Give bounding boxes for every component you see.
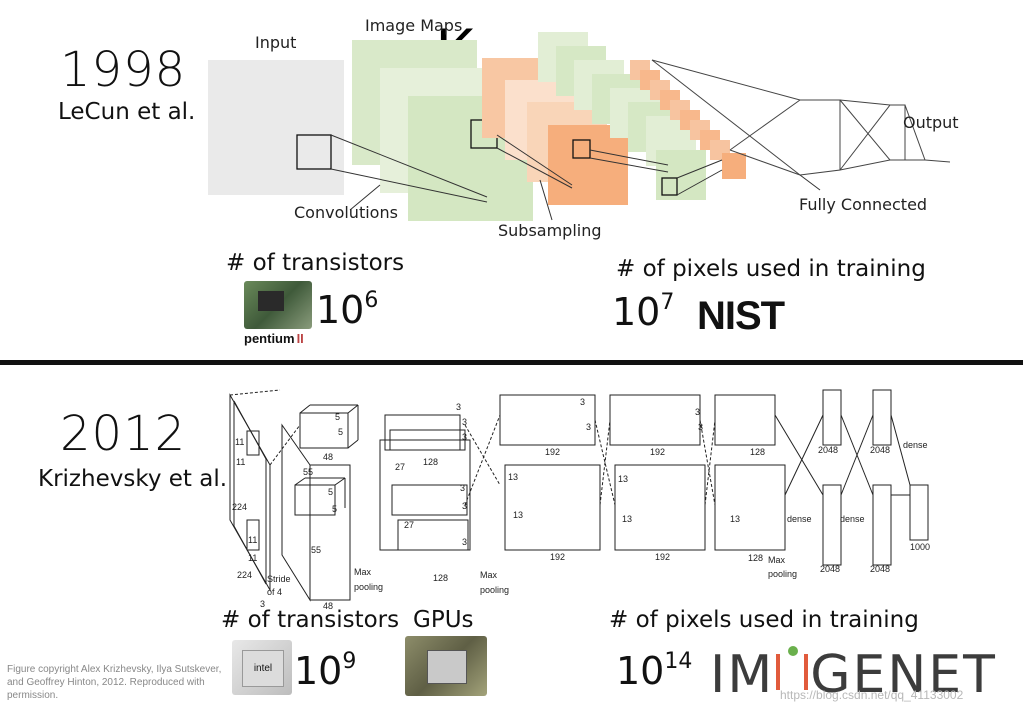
svg-text:dense: dense [903,440,928,450]
svg-text:pooling: pooling [768,569,797,579]
svg-text:55: 55 [303,467,313,477]
svg-text:pooling: pooling [354,582,383,592]
svg-text:128: 128 [748,553,763,563]
svg-text:3: 3 [695,407,700,417]
svg-text:192: 192 [655,552,670,562]
svg-text:Max: Max [480,570,498,580]
author-krizhevsky: Krizhevsky et al. [38,466,228,492]
svg-text:3: 3 [462,501,467,511]
label-subsampling: Subsampling [498,221,602,240]
svg-text:3: 3 [580,397,585,407]
svg-text:5: 5 [328,487,333,497]
copyright-note: Figure copyright Alex Krizhevsky, Ilya S… [7,664,222,701]
svg-text:192: 192 [545,447,560,457]
label-fully-connected: Fully Connected [799,195,928,214]
svg-text:3: 3 [462,417,467,427]
author-lecun: LeCun et al. [58,99,196,125]
svg-text:11: 11 [248,553,257,563]
svg-text:55: 55 [311,545,321,555]
transistors-value-2012: 109 [294,649,357,693]
intel-chip-image: intel [232,640,292,695]
label-convolutions: Convolutions [294,203,398,222]
alexnet-diagram: 11 11 224 11 11 224 3 Stride of 4 55 55 … [229,389,930,610]
svg-text:2048: 2048 [870,564,890,574]
svg-text:3: 3 [456,402,461,412]
svg-text:11: 11 [248,535,257,545]
svg-text:3: 3 [462,537,467,547]
svg-text:5: 5 [338,427,343,437]
svg-text:3: 3 [462,432,467,442]
svg-text:13: 13 [730,514,740,524]
pixels-value-2012: 1014 [616,649,693,693]
svg-text:pooling: pooling [480,585,509,595]
svg-text:Stride: Stride [267,574,291,584]
svg-text:3: 3 [586,422,591,432]
svg-text:224: 224 [237,570,252,580]
svg-text:2048: 2048 [870,445,890,455]
svg-text:Max: Max [768,555,786,565]
svg-text:13: 13 [622,514,632,524]
pixels-label-2012: # of pixels used in training [609,607,919,633]
input-image [208,60,344,195]
label-input: Input [255,33,297,52]
svg-text:dense: dense [840,514,865,524]
svg-text:of 4: of 4 [267,587,282,597]
svg-text:27: 27 [395,462,405,472]
nist-logo: NIST [697,294,785,338]
transistors-label-2012: # of transistors [221,607,400,633]
svg-text:1000: 1000 [910,542,930,552]
year-2012: 2012 [60,406,187,462]
svg-text:27: 27 [404,520,414,530]
svg-text:48: 48 [323,601,333,610]
label-output: Output [903,113,959,132]
watermark: https://blog.csdn.net/qq_41133002 [780,688,964,702]
input-kernel [296,134,332,170]
pixels-value-1998: 107 [612,290,675,334]
svg-text:11: 11 [235,437,244,447]
svg-text:2048: 2048 [818,445,838,455]
svg-text:128: 128 [433,573,448,583]
svg-text:13: 13 [618,474,628,484]
svg-text:11: 11 [236,457,245,467]
svg-text:2048: 2048 [820,564,840,574]
svg-text:5: 5 [335,412,340,422]
svg-text:192: 192 [650,447,665,457]
label-image-maps: Image Maps [365,16,463,35]
svg-text:128: 128 [750,447,765,457]
svg-text:13: 13 [508,472,518,482]
svg-text:128: 128 [423,457,438,467]
gpu-chip-image [405,636,487,696]
transistors-value-1998: 106 [316,288,379,332]
svg-text:13: 13 [513,510,523,520]
svg-text:5: 5 [332,504,337,514]
svg-text:192: 192 [550,552,565,562]
svg-text:48: 48 [323,452,333,462]
pixels-label-1998: # of pixels used in training [616,256,926,282]
gpus-label: GPUs [413,607,474,633]
svg-text:224: 224 [232,502,247,512]
svg-text:3: 3 [698,422,703,432]
year-1998: 1998 [60,42,187,98]
pentium-chip-image [244,281,312,329]
transistors-label-1998: # of transistors [226,250,405,276]
svg-text:3: 3 [260,599,265,609]
svg-text:3: 3 [460,483,465,493]
svg-text:dense: dense [787,514,812,524]
section-divider [0,360,1023,365]
svg-text:Max: Max [354,567,372,577]
lenet-diagram: K [208,16,951,221]
